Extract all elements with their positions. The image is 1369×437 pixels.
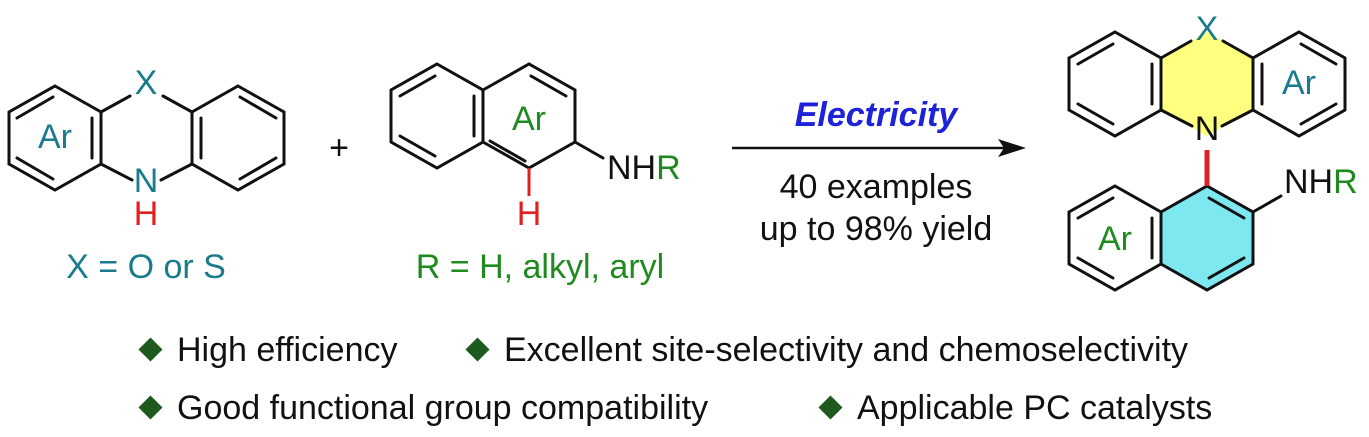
reactant-2-caption: R = H, alkyl, aryl [416,248,664,286]
reactant-1-ring-label: Ar [38,118,72,156]
product-naphthalene-ring-highlight [1161,186,1253,290]
diamond-bullet-icon [138,394,163,420]
product-structure [1067,30,1347,292]
diamond-bullet-icon [138,336,163,362]
product-amine: NHR [1284,163,1358,201]
product-naphthalene-right-ring [1159,184,1255,292]
diamond-bullet-icon [465,336,490,362]
reactant-1-heteroatom: X [135,64,158,102]
reactant-1-caption: X = O or S [66,248,226,286]
reactant-1-nh-hydrogen: H [134,195,159,233]
reactant-1-structure [7,84,286,192]
reactant-2-ch-hydrogen: H [517,195,542,233]
feature-item: Good functional group compatibility [138,388,708,428]
product-heteroatom: X [1196,10,1219,48]
reactant-2-amine: NHR [607,149,681,187]
reactant-1-nitrogen: N [134,162,159,200]
plus-sign: + [329,129,349,167]
scope-yield: up to 98% yield [760,210,993,248]
reactant-2-ring-label: Ar [512,100,546,138]
product-ring-label-top: Ar [1282,64,1316,102]
feature-item: High efficiency [138,330,398,370]
condition-label: Electricity [795,96,960,134]
scope-examples: 40 examples [780,168,973,206]
product-nitrogen: N [1195,110,1220,148]
product-ring-label-bottom: Ar [1098,220,1132,258]
naphthalene-right-ring [481,62,577,170]
feature-item: Applicable PC catalysts [818,388,1212,428]
arrow-head [998,139,1026,157]
diamond-bullet-icon [818,394,843,420]
product-central-ring-highlight [1161,32,1253,136]
feature-item: Excellent site-selectivity and chemosele… [465,330,1188,370]
reactant-2-structure [389,62,605,170]
